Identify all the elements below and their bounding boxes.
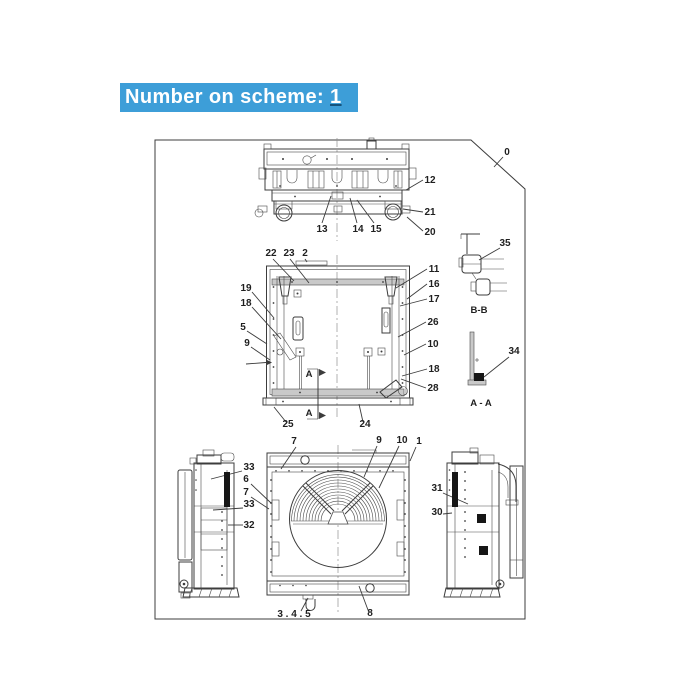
callout-17: 17 bbox=[428, 294, 440, 305]
callout-22: 22 bbox=[265, 248, 277, 259]
callout-12: 12 bbox=[424, 175, 436, 186]
callout-10-rear: 10 bbox=[427, 339, 439, 350]
callout-14: 14 bbox=[352, 224, 364, 235]
top-view: 12 21 20 13 14 15 bbox=[254, 137, 436, 241]
callout-16: 16 bbox=[428, 279, 440, 290]
callout-34: 34 bbox=[508, 346, 520, 357]
callout-13: 13 bbox=[316, 224, 328, 235]
callout-7-left: 7 bbox=[243, 487, 249, 498]
scheme-title-text: Number on scheme: bbox=[125, 86, 325, 108]
callout-21: 21 bbox=[424, 207, 436, 218]
rear-view: A A 22 23 2 11 16 17 26 10 18 28 19 18 5 bbox=[240, 248, 440, 430]
callout-33-lower: 33 bbox=[243, 499, 255, 510]
callout-20: 20 bbox=[424, 227, 436, 238]
detail-a-a: 34 A - A bbox=[467, 331, 520, 409]
callout-35: 35 bbox=[499, 238, 511, 249]
callout-24: 24 bbox=[359, 419, 371, 430]
callout-9: 9 bbox=[376, 435, 382, 446]
callout-32: 32 bbox=[243, 520, 255, 531]
callout-0: 0 bbox=[504, 147, 510, 158]
drawing-frame: 0 bbox=[154, 139, 526, 620]
callout-26: 26 bbox=[427, 317, 439, 328]
callout-2: 2 bbox=[302, 248, 308, 259]
callout-5: 5 bbox=[240, 322, 246, 333]
section-label-a-a: A - A bbox=[470, 398, 492, 409]
scheme-title: Number on scheme: 1 bbox=[120, 83, 358, 112]
callout-9-rear: 9 bbox=[244, 338, 250, 349]
callout-25: 25 bbox=[282, 419, 294, 430]
callout-18-right: 18 bbox=[428, 364, 440, 375]
front-view: 7 9 10 1 33 6 7 33 32 31 30 8 3 . 4 . 5 bbox=[210, 435, 469, 620]
callout-6: 6 bbox=[243, 474, 249, 485]
callout-19: 19 bbox=[240, 283, 252, 294]
callout-28: 28 bbox=[427, 383, 439, 394]
callout-15: 15 bbox=[370, 224, 382, 235]
callout-3-4-5: 3 . 4 . 5 bbox=[277, 609, 311, 620]
callout-30: 30 bbox=[431, 507, 443, 518]
callout-1: 1 bbox=[416, 436, 422, 447]
right-side-view bbox=[443, 447, 524, 598]
callout-10: 10 bbox=[396, 435, 408, 446]
callout-31: 31 bbox=[431, 483, 443, 494]
callout-11: 11 bbox=[429, 264, 440, 275]
callout-23: 23 bbox=[283, 248, 295, 259]
scheme-number: 1 bbox=[330, 86, 342, 108]
section-marker-a-bottom: A bbox=[306, 408, 313, 419]
section-label-b-b: B-B bbox=[471, 305, 488, 316]
detail-b-b: 35 B-B bbox=[458, 233, 511, 316]
left-side-view bbox=[177, 449, 240, 599]
section-marker-a-top: A bbox=[306, 369, 313, 380]
callout-8: 8 bbox=[367, 608, 373, 619]
callout-7-top: 7 bbox=[291, 436, 297, 447]
callout-18-left: 18 bbox=[240, 298, 252, 309]
callout-33-upper: 33 bbox=[243, 462, 255, 473]
view-arrow bbox=[266, 359, 272, 366]
